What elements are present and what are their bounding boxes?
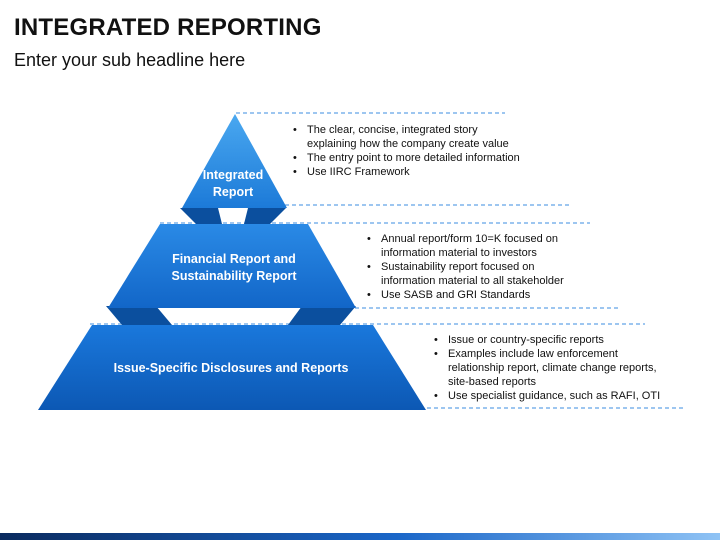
fold-tab-top-left [180,208,222,224]
page-title: INTEGRATED REPORTING [14,14,322,41]
bullet-list-bottom: Issue or country-specific reports Exampl… [434,333,664,403]
pyramid-tier-bottom [38,325,426,410]
fold-tab-mid-right [288,306,356,325]
tier-label-middle: Financial Report and Sustainability Repo… [171,252,297,283]
bullet-item: Sustainability report focused on informa… [367,260,582,288]
bullet-item: Annual report/form 10=K focused on infor… [367,232,582,260]
guide-lines [90,112,685,409]
pyramid-tier-middle [108,224,356,308]
bullet-item: Examples include law enforcement relatio… [434,347,664,389]
page-subtitle: Enter your sub headline here [14,50,246,70]
bullet-list-top: The clear, concise, integrated story exp… [293,123,523,179]
fold-tabs [106,208,356,325]
pyramid-tier-top [182,114,287,208]
tier-label-bottom: Issue-Specific Disclosures and Reports [113,360,349,375]
tier-label-top: Integrated Report [202,168,264,199]
bullet-item: Use IIRC Framework [293,165,523,179]
bullet-item: The clear, concise, integrated story exp… [293,123,523,151]
bullet-list-middle: Annual report/form 10=K focused on infor… [367,232,582,302]
bottom-accent-bar [0,533,720,540]
fold-tab-top-right [244,208,286,224]
bullet-item: The entry point to more detailed informa… [293,151,523,165]
bullet-item: Issue or country-specific reports [434,333,664,347]
fold-tab-mid-left [106,306,172,325]
bullet-item: Use specialist guidance, such as RAFI, O… [434,389,664,403]
bullet-item: Use SASB and GRI Standards [367,288,582,302]
